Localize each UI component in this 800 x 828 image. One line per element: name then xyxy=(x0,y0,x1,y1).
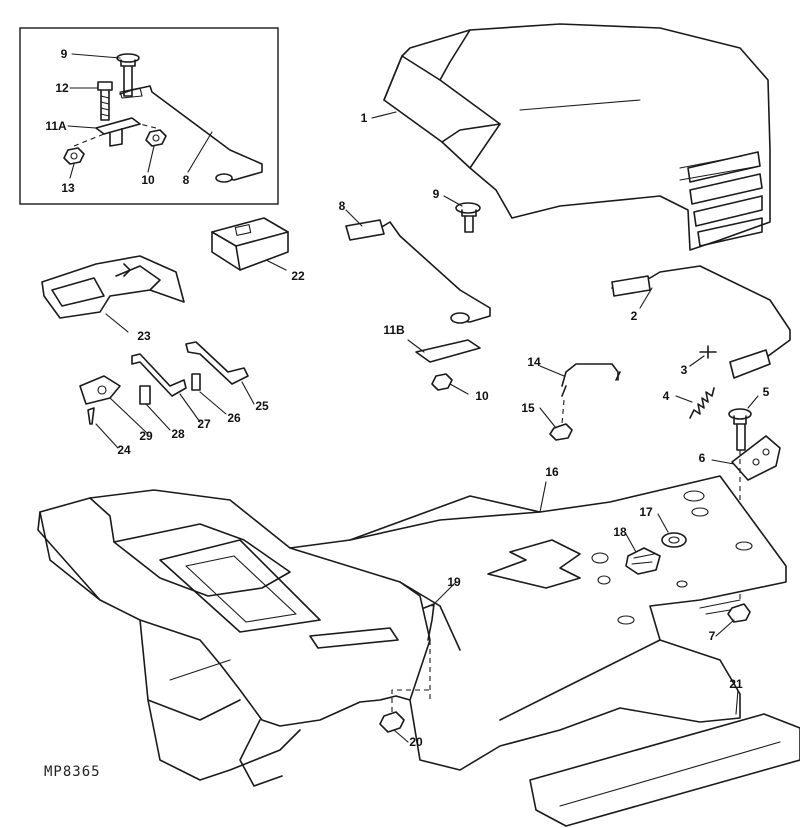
inset-bracket xyxy=(95,117,141,147)
hood xyxy=(383,23,771,251)
callout-21: 21 xyxy=(729,677,743,691)
battery-box xyxy=(211,217,289,271)
nut-15 xyxy=(549,423,573,441)
callout-14: 14 xyxy=(527,355,541,369)
callout-22: 22 xyxy=(291,269,305,283)
inset-nut-10 xyxy=(145,129,167,147)
screw-19 xyxy=(423,603,435,641)
nut-20 xyxy=(379,711,405,733)
callout-5: 5 xyxy=(762,385,770,399)
bracket-27 xyxy=(131,353,187,397)
callout-4: 4 xyxy=(662,389,670,403)
callout-9-main: 9 xyxy=(432,187,440,201)
inset-hex-bolt xyxy=(97,81,113,121)
callout-26: 26 xyxy=(227,411,241,425)
callout-1: 1 xyxy=(360,111,368,125)
callout-17: 17 xyxy=(639,505,653,519)
callout-29: 29 xyxy=(139,429,153,443)
callout-6: 6 xyxy=(698,451,706,465)
inset-frame xyxy=(19,27,279,205)
latch-bracket xyxy=(731,435,781,481)
callout-10: 10 xyxy=(141,173,155,187)
callout-13: 13 xyxy=(61,181,75,195)
callout-24: 24 xyxy=(117,443,131,457)
bracket-11b xyxy=(415,339,481,363)
fender-deck xyxy=(37,475,787,787)
bracket-25 xyxy=(185,341,249,385)
nut-10 xyxy=(431,373,453,391)
callout-28: 28 xyxy=(171,427,185,441)
tray xyxy=(41,255,185,319)
callout-18: 18 xyxy=(613,525,627,539)
callout-8-inset: 8 xyxy=(182,173,190,187)
floor-mat xyxy=(529,713,800,827)
callout-20: 20 xyxy=(409,735,423,749)
figure-code: MP8365 xyxy=(44,764,101,780)
callout-12: 12 xyxy=(55,81,69,95)
callout-19: 19 xyxy=(447,575,461,589)
pin xyxy=(699,345,717,359)
callout-3: 3 xyxy=(680,363,688,377)
callout-11b: 11B xyxy=(383,323,405,337)
shift-boot xyxy=(625,547,661,575)
clip-29 xyxy=(79,375,121,405)
hinge-rod xyxy=(611,265,791,379)
support-rod xyxy=(345,219,491,324)
handle xyxy=(561,363,619,387)
callout-2: 2 xyxy=(630,309,638,323)
carriage-bolt-5 xyxy=(728,408,752,451)
inset-nut-13 xyxy=(63,147,85,165)
nut-7 xyxy=(727,603,751,623)
callout-15: 15 xyxy=(521,401,535,415)
callout-7: 7 xyxy=(708,629,716,643)
bolt-28 xyxy=(139,385,151,405)
carriage-bolt xyxy=(455,202,481,233)
screw-24 xyxy=(87,407,95,425)
callout-11a: 11A xyxy=(45,119,67,133)
callout-9: 9 xyxy=(60,47,68,61)
callout-25: 25 xyxy=(255,399,269,413)
inset-support-rod xyxy=(119,85,263,181)
grommet xyxy=(661,532,687,548)
callout-23: 23 xyxy=(137,329,151,343)
callout-16: 16 xyxy=(545,465,559,479)
callout-8-main: 8 xyxy=(338,199,346,213)
callout-27: 27 xyxy=(197,417,211,431)
callout-10-main: 10 xyxy=(475,389,489,403)
bolt-26 xyxy=(191,373,201,391)
spring xyxy=(689,387,715,419)
leader-lines xyxy=(67,53,759,743)
